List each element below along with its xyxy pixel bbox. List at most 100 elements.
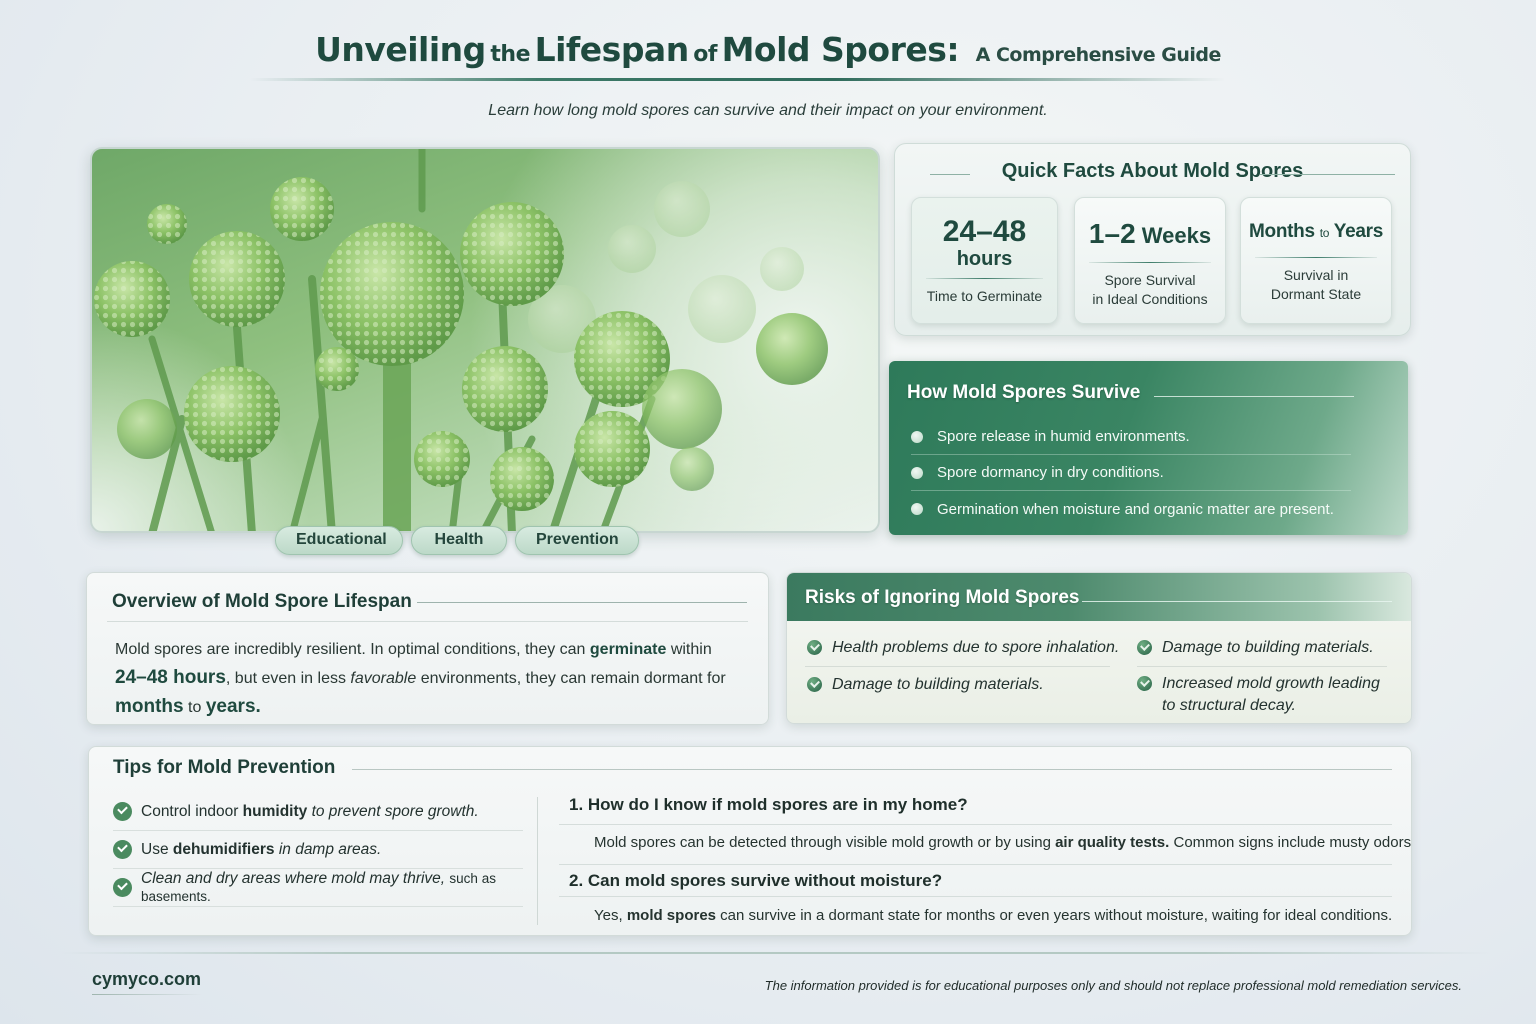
text-run: in damp areas. — [274, 840, 382, 858]
divider — [417, 602, 747, 603]
fact-card-ideal-survival: 1–2 Weeks Spore Survival in Ideal Condit… — [1074, 197, 1226, 324]
text-run: , but even in less — [225, 670, 351, 687]
fact-value: Months to Years — [1241, 218, 1391, 247]
emphasis: years. — [205, 696, 261, 717]
divider — [559, 896, 1392, 897]
divider — [559, 824, 1392, 825]
text-run: within — [666, 641, 712, 658]
text-run: Control indoor — [141, 802, 243, 820]
divider — [559, 864, 1392, 865]
title-word: of — [693, 42, 717, 67]
risk-item: Health problems due to spore inhalation. — [807, 637, 1119, 659]
emphasis: dehumidifiers — [172, 840, 275, 858]
tag-health[interactable]: Health — [411, 526, 507, 555]
text-run: such as basements. — [141, 870, 496, 904]
page-title: Unveiling the Lifespan of Mold Spores: A… — [0, 30, 1536, 69]
emphasis: months — [115, 696, 184, 717]
bullet-dot-icon — [911, 430, 923, 443]
risks-panel: Risks of Ignoring Mold Spores Health pro… — [786, 572, 1412, 724]
divider — [1260, 174, 1395, 175]
divider — [1082, 601, 1392, 602]
risk-item: Damage to building materials. — [1137, 637, 1374, 659]
tips-faq-panel: Tips for Mold Prevention Control indoor … — [88, 746, 1412, 936]
divider — [805, 666, 1110, 667]
list-item-text: Spore release in humid environments. — [937, 428, 1190, 445]
tip-item: Use dehumidifiers in damp areas. — [113, 831, 523, 869]
risk-text: Damage to building materials. — [832, 676, 1044, 693]
risk-text: Health problems due to spore inhalation. — [832, 639, 1120, 656]
site-link[interactable]: cymyco.com — [92, 969, 202, 989]
faq-question: 1. How do I know if mold spores are in m… — [569, 795, 968, 814]
fact-label-line: in Ideal Conditions — [1092, 291, 1208, 307]
bullet-dot-icon — [911, 503, 923, 515]
list-item: Spore release in humid environments. — [911, 419, 1351, 455]
text-run: Use — [141, 840, 173, 858]
emphasis: mold spores — [626, 907, 716, 924]
emphasis: germinate — [589, 641, 667, 658]
divider — [92, 994, 202, 995]
check-circle-icon — [807, 677, 822, 692]
tag-prevention[interactable]: Prevention — [515, 526, 639, 555]
risk-item: Increased mold growth leading to structu… — [1137, 673, 1387, 717]
fact-card-dormant-survival: Months to Years Survival in Dormant Stat… — [1240, 197, 1392, 324]
fact-label-line: Spore Survival — [1104, 272, 1196, 288]
check-circle-icon — [113, 878, 132, 897]
fact-label-line: Dormant State — [1270, 286, 1362, 302]
title-word: the — [490, 42, 530, 67]
fact-label: Time to Germinate — [926, 288, 1043, 304]
fact-value: 24–48 — [942, 215, 1027, 248]
divider — [1154, 396, 1354, 397]
check-circle-icon — [1137, 640, 1152, 655]
risks-header-band — [787, 573, 1411, 621]
tip-text: Use dehumidifiers in damp areas. — [141, 841, 381, 859]
section-title: How Mold Spores Survive — [907, 382, 1141, 403]
overview-panel: Overview of Mold Spore Lifespan Mold spo… — [86, 572, 769, 725]
list-item: Germination when moisture and organic ma… — [911, 491, 1351, 527]
fact-unit: Years — [1333, 221, 1384, 242]
how-spores-survive-panel: How Mold Spores Survive Spore release in… — [889, 361, 1408, 535]
text-run: Clean and dry areas where mold may thriv… — [141, 869, 450, 887]
text-run: can survive in a dormant state for month… — [716, 907, 1393, 924]
fact-connector: to — [1319, 226, 1330, 240]
fact-card-germination: 24–48 hours Time to Germinate — [911, 197, 1058, 324]
survive-list: Spore release in humid environments. Spo… — [911, 419, 1351, 527]
title-word: Mold Spores: — [721, 30, 960, 69]
hero-tag-list: Educational Health Prevention — [275, 526, 639, 555]
text-run: to prevent spore growth. — [307, 802, 479, 820]
tag-educational[interactable]: Educational — [275, 526, 403, 555]
hero-image-mold-spores — [90, 147, 880, 533]
fact-label-line: Survival in — [1283, 267, 1349, 283]
section-title: Risks of Ignoring Mold Spores — [805, 587, 1080, 608]
fact-number: Months — [1248, 221, 1315, 242]
title-word: Lifespan — [534, 30, 690, 69]
text-run: Common signs include musty odors — [1169, 834, 1412, 851]
list-item-text: Germination when moisture and organic ma… — [937, 500, 1334, 518]
risk-item: Damage to building materials. — [807, 674, 1044, 696]
fact-unit: hours — [956, 248, 1013, 270]
mold-spores-illustration — [94, 149, 828, 531]
divider — [930, 174, 970, 175]
text-run: Mold spores can be detected through visi… — [594, 834, 1056, 851]
divider — [1137, 666, 1387, 667]
fact-unit: Weeks — [1141, 223, 1212, 248]
check-circle-icon — [113, 802, 132, 821]
fact-label: Spore Survival in Ideal Conditions — [1075, 271, 1225, 309]
emphasis: humidity — [242, 802, 308, 820]
footer-divider — [60, 952, 1490, 954]
emphasis: air quality tests. — [1055, 834, 1170, 851]
text-run: environments, they can remain dormant fo… — [416, 670, 726, 687]
tip-item: Control indoor humidity to prevent spore… — [113, 793, 523, 831]
divider — [1089, 262, 1211, 263]
divider — [352, 769, 1392, 770]
faq-answer: Mold spores can be detected through visi… — [594, 834, 1411, 851]
check-circle-icon — [807, 640, 822, 655]
title-subtitle-guide: A Comprehensive Guide — [975, 44, 1222, 66]
tip-item: Clean and dry areas where mold may thriv… — [113, 869, 523, 907]
divider — [107, 621, 748, 622]
list-item: Spore dormancy in dry conditions. — [911, 455, 1351, 491]
bullet-dot-icon — [911, 466, 923, 479]
text-run: Mold spores are incredibly resilient. In… — [115, 641, 590, 658]
emphasis: 24–48 hours — [115, 667, 226, 688]
list-item-text: Spore dormancy in dry conditions. — [937, 464, 1164, 481]
risk-text: Damage to building materials. — [1162, 639, 1374, 656]
